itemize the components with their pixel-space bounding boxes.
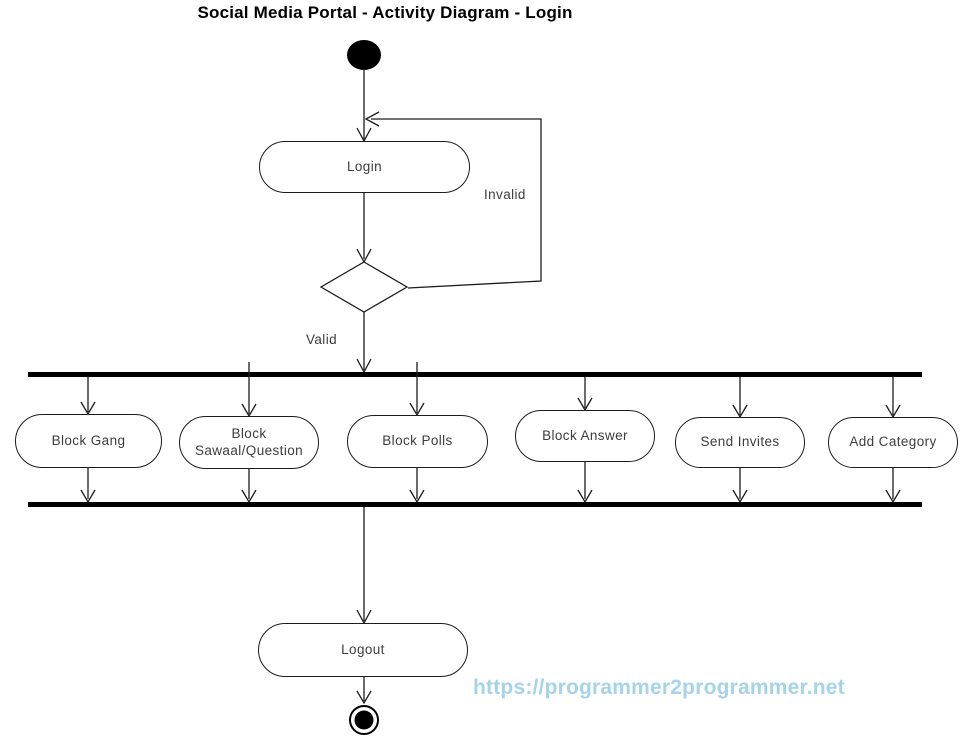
activity-block-gang: Block Gang: [15, 414, 162, 468]
add-category-to-join-arrowhead: [885, 489, 901, 504]
decision-diamond: [319, 261, 409, 313]
block-gang-to-join-arrowhead: [80, 489, 96, 504]
edge-label-valid: Valid: [306, 332, 338, 347]
activity-block-polls-label: Block Polls: [382, 433, 453, 449]
send-invites-to-join-arrowhead: [732, 489, 748, 504]
activity-logout-label: Logout: [341, 641, 385, 657]
block-polls-to-join-arrowhead: [409, 489, 425, 504]
edge-label-invalid: Invalid: [484, 187, 526, 202]
activity-logout: Logout: [258, 623, 468, 677]
invalid-loop-arrowhead: [364, 111, 380, 127]
activity-block-polls: Block Polls: [347, 415, 488, 468]
activity-send-invites-label: Send Invites: [700, 434, 780, 450]
initial-node: [347, 40, 381, 70]
block-sawaal-to-join-arrowhead: [241, 489, 257, 504]
activity-send-invites: Send Invites: [675, 417, 805, 468]
final-node-core: [354, 710, 374, 730]
activity-block-gang-label: Block Gang: [51, 432, 126, 448]
activity-login-label: Login: [346, 158, 383, 174]
activity-block-sawaal-question: Block Sawaal/Question: [179, 416, 319, 469]
activity-login: Login: [259, 141, 470, 193]
activity-add-category: Add Category: [828, 417, 958, 468]
activity-add-category-label: Add Category: [849, 434, 937, 450]
watermark-url: https://programmer2programmer.net: [473, 676, 845, 699]
block-answer-to-join-arrowhead: [577, 489, 593, 504]
fork-bar: [28, 372, 922, 377]
page-title: Social Media Portal - Activity Diagram -…: [197, 3, 573, 22]
activity-block-answer-label: Block Answer: [542, 427, 628, 443]
activity-block-sawaal-question-label: Block Sawaal/Question: [194, 425, 304, 458]
join-bar: [28, 502, 922, 507]
flow-logout-to-final-arrowhead: [356, 690, 372, 705]
invalid-loop-path: [371, 118, 542, 289]
activity-block-answer: Block Answer: [515, 410, 655, 462]
